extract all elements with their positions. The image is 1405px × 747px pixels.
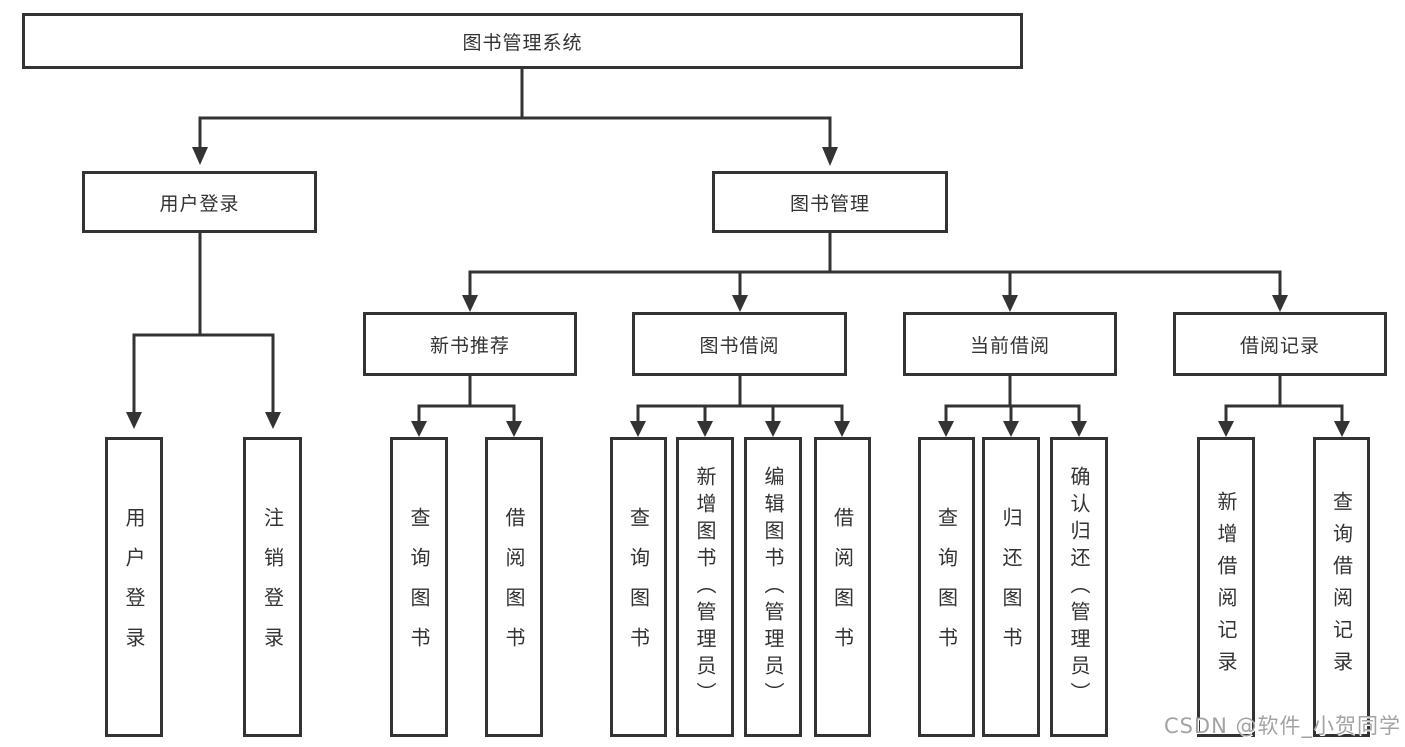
arrowhead (192, 147, 208, 165)
node-label: 归还图书 (999, 507, 1023, 667)
node-label: 编辑图书（管理员） (761, 465, 785, 709)
arrowhead (1334, 421, 1350, 437)
node-user-login: 用户登录 (82, 171, 317, 233)
node-label: 确认归还（管理员） (1067, 465, 1091, 709)
node-leaf-bb-add-book-admin: 新增图书（管理员） (676, 437, 734, 737)
arrowhead (1002, 295, 1018, 312)
node-label: 查询图书 (626, 507, 651, 667)
node-leaf-bb-query-book: 查询图书 (610, 437, 667, 737)
arrowhead (630, 421, 646, 437)
arrowhead (732, 295, 748, 312)
node-leaf-user-login: 用户登录 (105, 437, 163, 737)
node-new-book-recommend: 新书推荐 (363, 312, 577, 376)
node-label: 注销登录 (260, 507, 285, 667)
node-leaf-cb-query-book: 查询图书 (918, 437, 975, 737)
node-label: 新增图书（管理员） (693, 465, 717, 709)
connector-bookmgmt-to-level3 (462, 231, 1288, 312)
arrowhead (938, 421, 954, 437)
watermark-text: CSDN @软件_小贺同学 (1163, 714, 1401, 738)
connector-newbookrec-children (411, 374, 522, 437)
node-label: 查询图书 (934, 507, 959, 667)
node-leaf-bb-borrow-book: 借阅图书 (814, 437, 871, 737)
node-label: 用户登录 (122, 507, 146, 667)
arrowhead (1003, 421, 1019, 437)
node-label: 用户登录 (159, 192, 240, 215)
node-label: 图书借阅 (699, 334, 780, 357)
connector-currentborrow-children (938, 374, 1087, 437)
node-label: 借阅图书 (502, 507, 526, 667)
arrowhead (411, 421, 427, 437)
node-book-borrow: 图书借阅 (632, 312, 847, 376)
node-leaf-br-add-record: 新增借阅记录 (1197, 437, 1255, 737)
arrowhead (765, 421, 781, 437)
node-book-management: 图书管理 (712, 171, 948, 233)
node-leaf-nbr-borrow-book: 借阅图书 (485, 437, 543, 737)
node-label: 查询图书 (407, 507, 431, 667)
arrowhead (1218, 421, 1234, 437)
node-leaf-bb-edit-book-admin: 编辑图书（管理员） (744, 437, 802, 737)
connector-borrowrecords-children (1218, 374, 1350, 437)
node-label: 图书管理 (789, 192, 870, 215)
node-label: 新增借阅记录 (1214, 491, 1238, 683)
node-label: 借阅记录 (1239, 334, 1320, 357)
connector-userlogin-children (126, 231, 281, 429)
arrowhead (822, 147, 838, 166)
arrowhead (697, 421, 713, 437)
arrowhead (126, 412, 142, 429)
node-leaf-nbr-query-book: 查询图书 (390, 437, 448, 737)
arrowhead (462, 295, 478, 312)
arrowhead (506, 421, 522, 437)
node-current-borrow: 当前借阅 (903, 312, 1117, 376)
node-leaf-cb-return-book: 归还图书 (982, 437, 1040, 737)
arrowhead (834, 421, 850, 437)
arrowhead (1272, 295, 1288, 312)
node-leaf-cb-confirm-return-admin: 确认归还（管理员） (1050, 437, 1108, 737)
node-label: 借阅图书 (830, 507, 855, 667)
arrowhead (265, 412, 281, 429)
node-label: 当前借阅 (969, 334, 1050, 357)
node-label: 新书推荐 (429, 334, 510, 357)
connector-root-to-level2 (192, 67, 838, 166)
node-label: 图书管理系统 (462, 31, 583, 54)
arrowhead (1071, 421, 1087, 437)
node-borrow-records: 借阅记录 (1173, 312, 1387, 376)
node-leaf-logout: 注销登录 (243, 437, 302, 737)
node-root: 图书管理系统 (22, 13, 1023, 69)
connector-bookborrow-children (630, 374, 850, 437)
node-leaf-br-query-record: 查询借阅记录 (1313, 437, 1370, 737)
node-label: 查询借阅记录 (1329, 491, 1354, 683)
